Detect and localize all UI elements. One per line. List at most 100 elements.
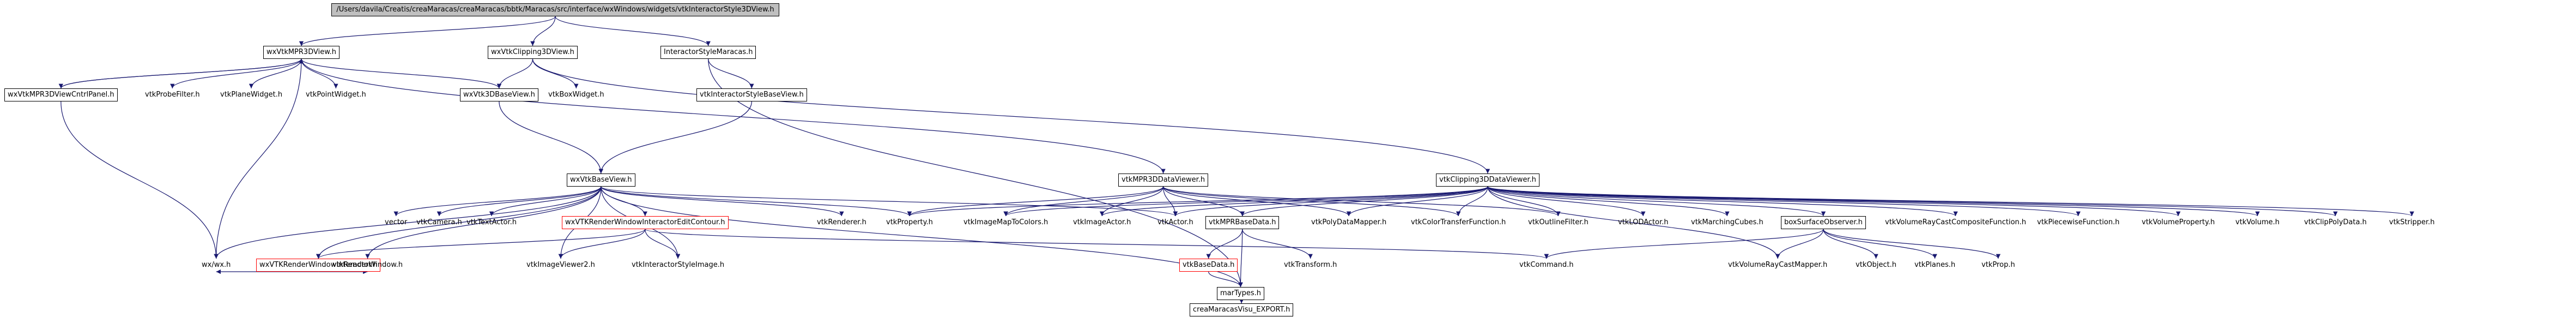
edge-wxVtkMPR3DView_h-to-wxVtk3DBaseView_h: [301, 58, 501, 89]
edge-wxVtkMPR3DViewCntrlPanel_h-to-wx_wx_h: [60, 101, 219, 259]
node-vtkimagemaptocolors[interactable]: vtkImageMapToColors.h: [963, 218, 1048, 226]
edge-wxVTKRenderWindowInteractorEditContour_h-to-wxVTKRenderWindowInteractor_h: [316, 229, 646, 259]
node-vtkbasedata[interactable]: vtkBaseData.h: [1179, 259, 1238, 272]
node-vtktextactor[interactable]: vtkTextActor.h: [466, 218, 517, 226]
edge-vtkClipping3DDataViewer_h-to-vtkMarchingCubes_h: [1487, 186, 1730, 217]
node-vtkcolortransferfunction[interactable]: vtkColorTransferFunction.h: [1411, 218, 1506, 226]
edge-wxVtkBaseView_h-to-marTypes_h: [601, 186, 1243, 288]
node-vtkpiecewisefunction[interactable]: vtkPiecewiseFunction.h: [2037, 218, 2120, 226]
edge-boxSurfaceObserver_h-to-vtkCommand_h: [1544, 229, 1824, 259]
node-vtkimageactor[interactable]: vtkImageActor.h: [1073, 218, 1131, 226]
edge-wxVtkClipping3DView_h-to-wxVtk3DBaseView_h: [496, 58, 534, 89]
node-vtkimageviewer2[interactable]: vtkImageViewer2.h: [526, 261, 595, 269]
node-vtkoutlinefilter[interactable]: vtkOutlineFilter.h: [1528, 218, 1589, 226]
node-vtkprop[interactable]: vtkProp.h: [1981, 261, 2015, 269]
edge-vtkMPRBaseData_h-to-vtkTransform_h: [1242, 229, 1313, 259]
node-vtkclippolydata[interactable]: vtkClipPolyData.h: [2304, 218, 2367, 226]
edge-vtkClipping3DDataViewer_h-to-vtkVolumeRayCastCompositeFunction_h: [1487, 186, 1958, 217]
edge-wxVtkMPR3DView_h-to-vtkMPR3DDataViewer_h: [301, 58, 1166, 174]
edge-wxVtkBaseView_h-to-vtkRenderer_h: [601, 186, 844, 217]
node-vtkproperty[interactable]: vtkProperty.h: [886, 218, 933, 226]
node-vtkmprbasedata[interactable]: vtkMPRBaseData.h: [1205, 216, 1280, 229]
node-wxvtkmpr3dviewcntrlpanel[interactable]: wxVtkMPR3DViewCntrlPanel.h: [4, 88, 118, 101]
edge-boxSurfaceObserver_h-to-vtkPlanes_h: [1823, 229, 1937, 259]
node-wxvtkmpr3dview[interactable]: wxVtkMPR3DView.h: [263, 46, 340, 59]
edge-vtkClipping3DDataViewer_h-to-vtkPolyDataMapper_h: [1346, 186, 1488, 217]
node-vtkprobefilter[interactable]: vtkProbeFilter.h: [145, 91, 200, 99]
node-wxvtkrenderwindowinteractoreditcontour[interactable]: wxVTKRenderWindowInteractorEditContour.h: [562, 216, 729, 229]
node-wxvtk3dbaseview[interactable]: wxVtk3DBaseView.h: [460, 88, 538, 101]
node-vtkobject[interactable]: vtkObject.h: [1856, 261, 1897, 269]
node-vtkplanes[interactable]: vtkPlanes.h: [1914, 261, 1956, 269]
node-vtkvolumeraycastmapper[interactable]: vtkVolumeRayCastMapper.h: [1728, 261, 1828, 269]
edge-vtkClipping3DDataViewer_h-to-vtkProperty_h: [907, 186, 1488, 217]
node-vtkpointwidget[interactable]: vtkPointWidget.h: [306, 91, 366, 99]
edge-vtkClipping3DDataViewer_h-to-vtkMPRBaseData_h: [1240, 186, 1488, 217]
edge-vtkMPRBaseData_h-to-marTypes_h: [1238, 229, 1243, 288]
edge-wxVtkMPR3DView_h-to-vtkPointWidget_h: [301, 58, 338, 89]
edge-vtkMPR3DDataViewer_h-to-vtkImageActor_h: [1100, 186, 1164, 217]
node-vector[interactable]: vector: [385, 218, 408, 226]
node-vtkplanewidget[interactable]: vtkPlaneWidget.h: [220, 91, 283, 99]
edge-vtkBaseData_h-to-marTypes_h: [1208, 271, 1243, 288]
node-interactorstylemaracas[interactable]: InteractorStyleMaracas.h: [660, 46, 756, 59]
edge-vtkClipping3DDataViewer_h-to-vtkVolumeProperty_h: [1487, 186, 2180, 217]
node-vtkclipping3ddataviewer[interactable]: vtkClipping3DDataViewer.h: [1436, 174, 1539, 187]
edge-vtkMPRBaseData_h-to-vtkBaseData_h: [1206, 229, 1243, 259]
edge-vtkClipping3DDataViewer_h-to-vtkOutlineFilter_h: [1487, 186, 1561, 217]
edge-vtkClipping3DDataViewer_h-to-vtkLODActor_h: [1487, 186, 1646, 217]
node-vtkboxwidget[interactable]: vtkBoxWidget.h: [548, 91, 604, 99]
edge-vtkMPR3DDataViewer_h-to-vtkImageMapToColors_h: [1003, 186, 1164, 217]
node-vtkvolumeraycastcompositefunction[interactable]: vtkVolumeRayCastCompositeFunction.h: [1885, 218, 2027, 226]
edge-root-to-wxVtkClipping3DView_h: [530, 16, 556, 46]
node-vtkinteractorstylebaseview[interactable]: vtkInteractorStyleBaseView.h: [696, 88, 807, 101]
node-martypes[interactable]: marTypes.h: [1217, 287, 1264, 300]
edge-InteractorStyleMaracas_h-to-vtkInteractorStyleBaseView_h: [708, 58, 754, 89]
node-vtkvolume[interactable]: vtkVolume.h: [2235, 218, 2280, 226]
edge-marTypes_h-to-creaMaracasVisu_EXPORT_h: [1239, 298, 1244, 304]
edge-wxVtkBaseView_h-to-vtkProperty_h: [601, 186, 912, 217]
edge-vtkMPR3DDataViewer_h-to-vtkProperty_h: [907, 186, 1164, 217]
node-wx-wx[interactable]: wx/wx.h: [202, 261, 231, 269]
edge-wxVtkMPR3DView_h-to-wx_wx_h: [214, 58, 302, 259]
node-vtkmarchingcubes[interactable]: vtkMarchingCubes.h: [1691, 218, 1763, 226]
edge-boxSurfaceObserver_h-to-vtkObject_h: [1823, 229, 1878, 259]
node-wxvtkclipping3dview[interactable]: wxVtkClipping3DView.h: [488, 46, 578, 59]
edge-vtkMPR3DDataViewer_h-to-vtkColorTransferFunction_h: [1162, 186, 1461, 217]
node-vtkcamera[interactable]: vtkCamera.h: [416, 218, 462, 226]
edge-wxVTKRenderWindowInteractorEditContour_h-to-vtkInteractorStyleImage_h: [645, 229, 681, 259]
edge-root-to-InteractorStyleMaracas_h: [555, 16, 711, 46]
node-vtkmpr3ddataviewer[interactable]: vtkMPR3DDataViewer.h: [1118, 174, 1209, 187]
edge-vtkClipping3DDataViewer_h-to-vtkPiecewiseFunction_h: [1487, 186, 2081, 217]
node-vtkactor[interactable]: vtkActor.h: [1157, 218, 1193, 226]
node-vtklodactor[interactable]: vtkLODActor.h: [1618, 218, 1669, 226]
edge-wxVtkMPR3DView_h-to-vtkPlaneWidget_h: [248, 58, 302, 89]
node-vtkpolydatamapper[interactable]: vtkPolyDataMapper.h: [1311, 218, 1387, 226]
edge-wxVtkClipping3DView_h-to-vtkBoxWidget_h: [532, 58, 579, 89]
node-wxvtkbaseview[interactable]: wxVtkBaseView.h: [567, 174, 635, 187]
node-vtkcommand[interactable]: vtkCommand.h: [1519, 261, 1574, 269]
node-vtktransform[interactable]: vtkTransform.h: [1284, 261, 1337, 269]
node-wxvtkrenderwindowinteractor[interactable]: wxVTKRenderWindowInteractor.h: [256, 259, 381, 272]
edge-vtkClipping3DDataViewer_h-to-vtkStripper_h: [1487, 186, 2414, 217]
edge-vtkClipping3DDataViewer_h-to-vtkColorTransferFunction_h: [1456, 186, 1488, 217]
edge-vtkClipping3DDataViewer_h-to-vtkImageActor_h: [1100, 186, 1488, 217]
node-vtkstripper[interactable]: vtkStripper.h: [2389, 218, 2435, 226]
edge-wxVtkClipping3DView_h-to-vtkClipping3DDataViewer_h: [532, 58, 1490, 174]
edge-vtkInteractorStyleBaseView_h-to-wxVtkBaseView_h: [598, 101, 752, 174]
node-vtkrenderwindow[interactable]: vtkRenderWindow.h: [332, 261, 403, 269]
edge-boxSurfaceObserver_h-to-vtkVolumeRayCastMapper_h: [1775, 229, 1824, 259]
edge-wxVtk3DBaseView_h-to-wxVtkBaseView_h: [499, 101, 603, 174]
node-vtkinteractorstyleimage[interactable]: vtkInteractorStyleImage.h: [632, 261, 725, 269]
node-boxsurfaceobserver[interactable]: boxSurfaceObserver.h: [1781, 216, 1866, 229]
edge-vtkClipping3DDataViewer_h-to-vtkActor_h: [1173, 186, 1488, 217]
edge-root-to-wxVtkMPR3DView_h: [299, 16, 556, 46]
edge-vtkClipping3DDataViewer_h-to-vtkClipPolyData_h: [1487, 186, 2338, 217]
node-vtkrenderer[interactable]: vtkRenderer.h: [817, 218, 866, 226]
edge-wxVtkBaseView_h-to-vtkActor_h: [601, 186, 1178, 217]
node-creamaracasvisu-export[interactable]: creaMaracasVisu_EXPORT.h: [1190, 303, 1294, 316]
node-vtkvolumeproperty[interactable]: vtkVolumeProperty.h: [2142, 218, 2215, 226]
root-header-node: /Users/davila/Creatis/creaMaracas/creaMa…: [331, 3, 779, 16]
